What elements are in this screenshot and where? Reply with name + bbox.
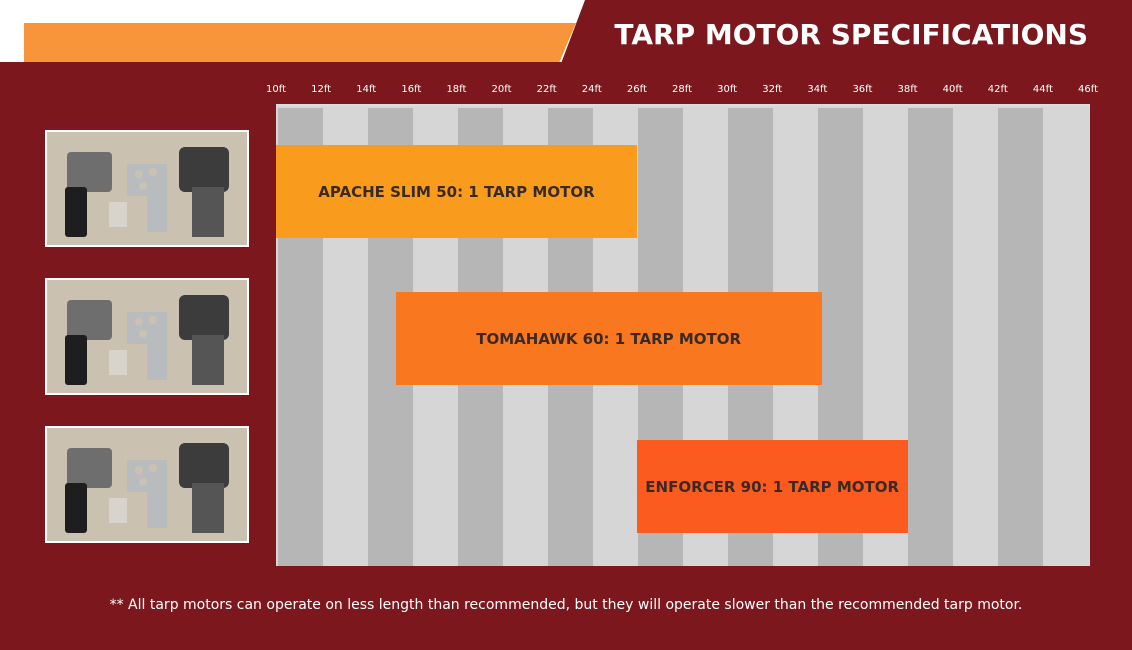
grid-band (998, 108, 1043, 566)
x-tick-label: 32ft (762, 84, 783, 95)
x-tick-label: 36ft (852, 84, 873, 95)
x-tick-label: 24ft (581, 84, 602, 95)
x-tick-label: 12ft (311, 84, 332, 95)
x-tick-label: 16ft (401, 84, 422, 95)
x-tick-label: 46ft (1078, 84, 1098, 95)
x-tick-label: 44ft (1032, 84, 1053, 95)
grid-band (908, 108, 953, 566)
x-tick-label: 20ft (491, 84, 512, 95)
x-tick-label: 28ft (672, 84, 692, 95)
x-tick-label: 18ft (446, 84, 467, 95)
header-orange-band (24, 23, 576, 62)
x-tick-label: 42ft (987, 84, 1008, 95)
x-tick-label: 34ft (807, 84, 828, 95)
x-tick-label: 14ft (356, 84, 377, 95)
tarp-motor-photo (45, 426, 249, 543)
x-tick-label: 26ft (626, 84, 647, 95)
footnote: ** All tarp motors can operate on less l… (109, 597, 1023, 613)
range-bar: APACHE SLIM 50: 1 TARP MOTOR (276, 145, 637, 238)
tarp-motor-photo (45, 278, 249, 395)
chart-plot-area: APACHE SLIM 50: 1 TARP MOTOR TOMAHAWK 60:… (276, 104, 1090, 566)
x-tick-label: 40ft (942, 84, 963, 95)
page-title: TARP MOTOR SPECIFICATIONS (614, 18, 1088, 51)
tarp-motor-photo (45, 130, 249, 247)
x-tick-label: 10ft (266, 84, 286, 95)
x-tick-label: 30ft (717, 84, 738, 95)
x-tick-label: 22ft (536, 84, 557, 95)
range-bar: ENFORCER 90: 1 TARP MOTOR (636, 440, 908, 533)
range-bar: TOMAHAWK 60: 1 TARP MOTOR (395, 292, 822, 385)
x-tick-label: 38ft (897, 84, 918, 95)
